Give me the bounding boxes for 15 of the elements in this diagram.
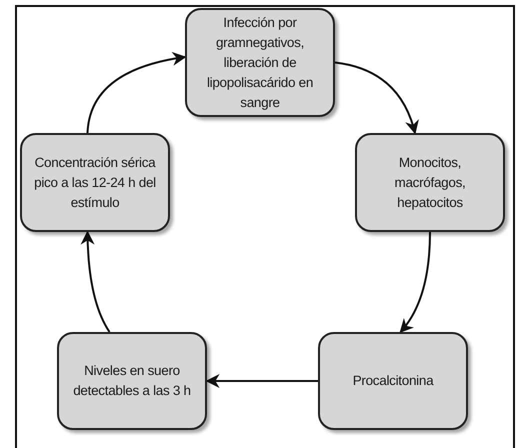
arrow bbox=[206, 374, 318, 388]
box-text: Monocitos, macrófagos, hepatocitos bbox=[394, 154, 466, 212]
box-text: Niveles en suero detectables a las 3 h bbox=[72, 362, 192, 400]
process-box bbox=[185, 8, 335, 117]
arrow bbox=[334, 62, 418, 134]
arrow bbox=[86, 52, 186, 134]
process-box bbox=[20, 133, 170, 232]
box-text: Infección por gramnegativos, liberación de lipopolisacárido en sangre bbox=[206, 14, 314, 112]
box-text: Procalcitonina bbox=[352, 372, 434, 390]
arrow bbox=[400, 232, 431, 334]
process-box bbox=[57, 332, 207, 430]
box-text: Concentración sérica pico a las 12-24 h del estímulo bbox=[33, 154, 157, 212]
process-box bbox=[318, 332, 468, 430]
arrow bbox=[80, 230, 110, 333]
process-box bbox=[355, 133, 505, 232]
